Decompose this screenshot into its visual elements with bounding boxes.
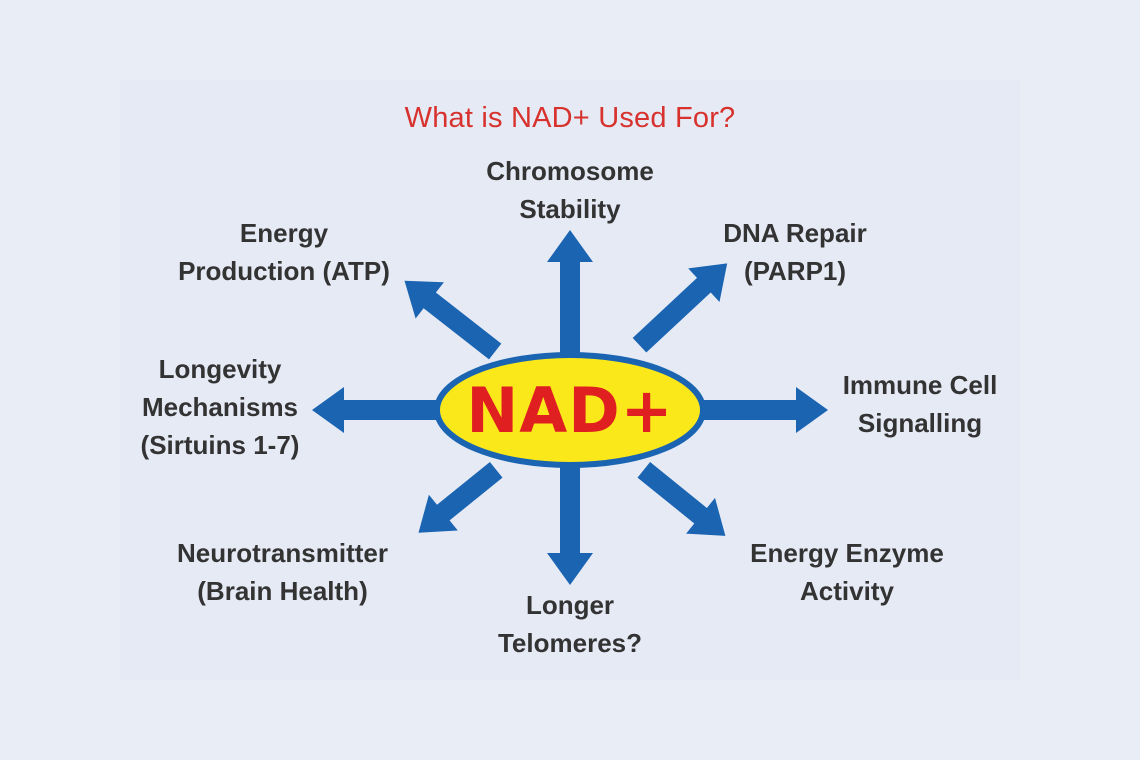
node-label-line: Longevity bbox=[158, 354, 282, 384]
arrow-immune-cell-signalling bbox=[698, 387, 828, 433]
nad-label: NAD+ bbox=[466, 374, 673, 447]
node-label-line: Production (ATP) bbox=[178, 256, 390, 286]
node-dna-repair: DNA Repair (PARP1) bbox=[690, 214, 900, 290]
node-energy-production: Energy Production (ATP) bbox=[150, 214, 418, 290]
node-neurotransmitter: Neurotransmitter (Brain Health) bbox=[140, 534, 425, 610]
node-label-line: Neurotransmitter bbox=[177, 538, 388, 568]
node-label-line: Energy bbox=[239, 218, 329, 248]
node-label-line: (PARP1) bbox=[743, 256, 847, 286]
arrow-neurotransmitter bbox=[418, 462, 503, 533]
arrow-chromosome-stability bbox=[547, 230, 593, 360]
nad-ellipse bbox=[434, 352, 706, 468]
node-label-line: (Sirtuins 1-7) bbox=[140, 430, 300, 460]
node-immune-cell-signalling: Immune Cell Signalling bbox=[815, 366, 1025, 442]
node-chromosome-stability: Chromosome Stability bbox=[470, 152, 670, 228]
node-label-line: (Brain Health) bbox=[197, 576, 368, 606]
diagram-title: What is NAD+ Used For? bbox=[404, 102, 736, 134]
node-label-line: Stability bbox=[519, 194, 621, 224]
arrow-longevity-mechanisms bbox=[312, 387, 442, 433]
node-label-line: Activity bbox=[800, 576, 894, 606]
arrows-group bbox=[312, 230, 828, 585]
node-label-line: DNA Repair bbox=[723, 218, 867, 248]
arrow-energy-enzyme-activity bbox=[637, 462, 726, 536]
arrow-dna-repair bbox=[632, 263, 728, 353]
arrow-energy-production bbox=[404, 280, 502, 360]
node-energy-enzyme-activity: Energy Enzyme Activity bbox=[722, 534, 972, 610]
node-label-line: Immune Cell bbox=[842, 370, 998, 400]
node-longer-telomeres: Longer Telomeres? bbox=[465, 586, 675, 662]
node-label-line: Chromosome bbox=[486, 156, 654, 186]
arrow-longer-telomeres bbox=[547, 460, 593, 585]
node-label-line: Signalling bbox=[857, 408, 983, 438]
node-label-line: Mechanisms bbox=[141, 392, 299, 422]
node-longevity-mechanisms: Longevity Mechanisms (Sirtuins 1-7) bbox=[115, 350, 325, 464]
node-label-line: Longer bbox=[525, 590, 615, 620]
node-label-line: Energy Enzyme bbox=[750, 538, 944, 568]
node-label-line: Telomeres? bbox=[497, 628, 642, 658]
